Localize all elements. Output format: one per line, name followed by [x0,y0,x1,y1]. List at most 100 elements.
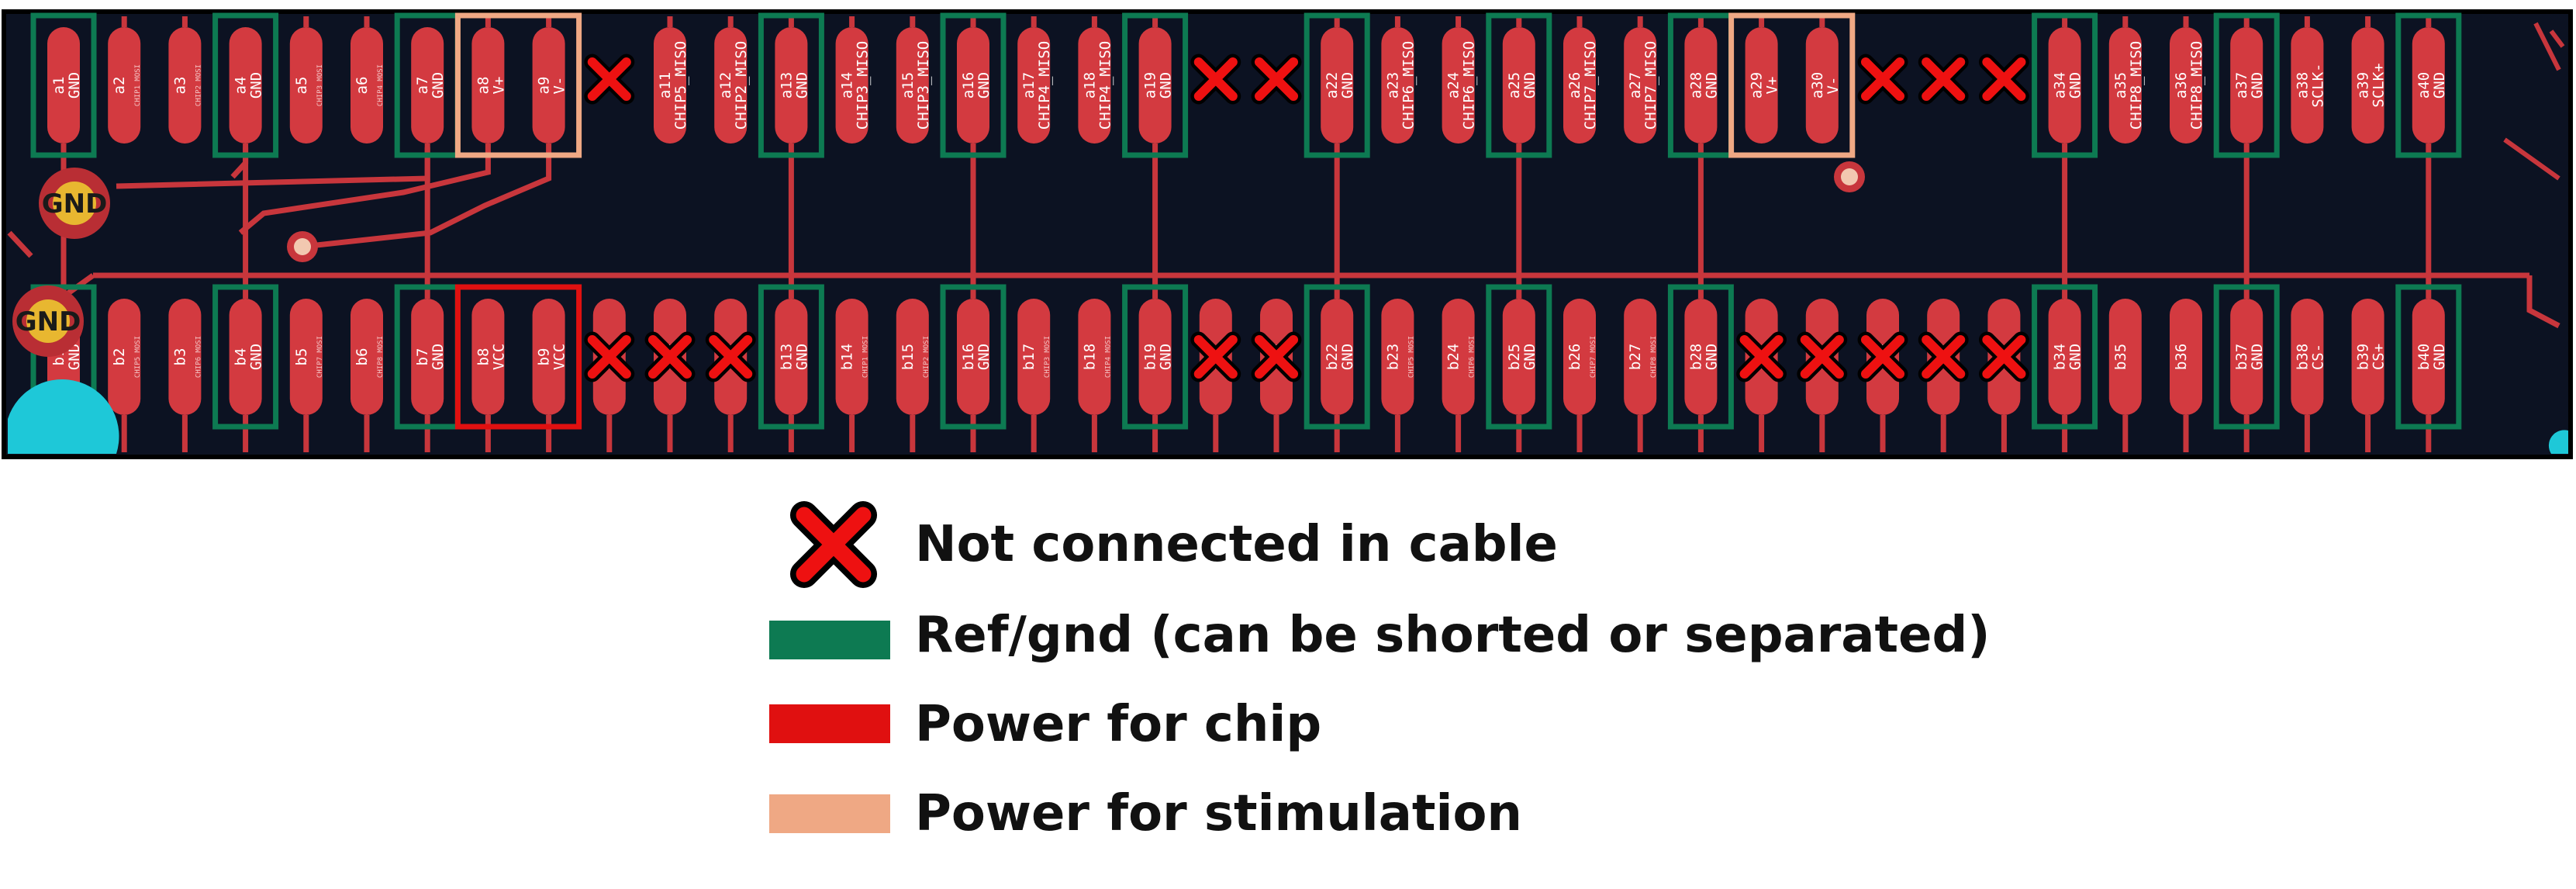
row-a-ref-box-a22 [1304,12,1370,158]
row-a-ref-box-a1 [30,12,97,158]
row-b-ref-box-b37 [2213,284,2280,430]
pin-b33: b33 [1978,299,2029,452]
row-b-ref-box-b25 [1486,284,1552,430]
pad-b15 [896,299,929,415]
pin-label-a17: a17CHIP4_MISO [1020,41,1053,130]
pad-b4 [229,299,262,415]
row-a-ref-box-a34 [2032,12,2098,158]
row-a-ref-box-a19 [1122,12,1189,158]
pad-a16 [957,27,989,144]
pad-a23 [1381,27,1414,144]
pin-b29: b29 [1736,299,1787,452]
pad-a27 [1624,27,1657,144]
row-b-ref-box-b34 [2032,284,2098,430]
pin-b38: b38CS- [2291,299,2326,452]
pad-b8 [471,299,505,415]
legend-label-stim-power: Power for stimulation [915,785,1522,842]
not-connected-x-icon [584,331,635,382]
pin-label-a13: a13GND [778,72,810,99]
pin-label-a38: a38SCLK- [2294,63,2326,107]
pad-a24 [1442,27,1475,144]
not-connected-x-icon [1978,331,2029,382]
pin-label-a9: a9V- [536,77,568,95]
pin-a8: a8V+ [471,16,507,144]
pin-b20: b20 [1190,299,1241,452]
pin-label-a25: a25GND [1506,72,1538,99]
pad-a5 [289,27,323,144]
not-connected-x-icon [705,331,756,382]
legend-label-not-connected: Not connected in cable [915,516,1558,573]
ref-gnd-swatch [769,621,890,659]
pin-b40: b40GND [2412,275,2448,452]
not-connected-x-icon [1251,54,1302,105]
pin-label-a12: a12CHIP2_MISO [717,41,750,130]
pin-label-b35: b35 [2112,344,2129,370]
pin-label-a11: a11CHIP5_MISO [657,41,689,130]
pin-label-b34: b34GND [2052,344,2084,370]
pin-a37: a37GND [2230,16,2266,275]
legend-item-stim-power: Power for stimulation [769,785,1522,842]
pad-a28 [1684,27,1718,144]
row-a-ref-box-a40 [2395,12,2462,158]
pad-b19 [1138,299,1172,415]
pad-a22 [1321,27,1354,144]
pin-label-a7: a7GND [414,72,447,99]
row-b-ref-box-b4 [212,284,279,430]
pin-a18: a18CHIP4_MISO [1078,16,1114,144]
pin-a16: a16GND [957,16,993,275]
pin-label-b13: b13GND [778,344,810,370]
pin-a38: a38SCLK- [2291,16,2326,144]
pad-b3 [168,299,202,415]
pad-a15 [896,27,929,144]
not-connected-x-icon [1736,331,1787,382]
pin-label-a8: a8V+ [475,77,507,95]
pin-highlight-boxes [30,12,2462,430]
pad-b37 [2230,299,2263,415]
pad-a36 [2170,27,2202,144]
pad-b5 [289,299,323,415]
pin-b22: b22GND [1321,275,1356,452]
not-connected-x-icon [789,500,878,589]
pad-b27 [1624,299,1657,415]
not-connected-x-icon [1857,331,1908,382]
row-a-ref-box-a4 [212,12,279,158]
row-b-ref-box-b40 [2395,284,2462,430]
pin-b36: b36 [2170,299,2202,452]
pin-b16: b16GND [957,275,993,452]
pin-label-a37: a37GND [2233,72,2266,99]
pin-label-a27: a27CHIP7_MISO [1627,41,1659,130]
pad-a14 [835,27,868,144]
pad-b6 [350,299,383,415]
pad-a2 [108,27,141,144]
chip-power-swatch [769,704,890,743]
pin-b37: b37GND [2230,275,2266,452]
row-b-chip-box-b8 [454,284,582,430]
pad-a35 [2108,27,2142,144]
pin-a9: a9V- [532,16,568,144]
pad-a29 [1745,27,1778,144]
pad-b39 [2351,299,2384,415]
legend-item-not-connected: Not connected in cable [789,500,1558,589]
not-connected-x-icon [1978,54,2029,105]
pin-label-a14: a14CHIP3_MISO [839,41,872,130]
mounting-hole-left [8,379,119,454]
pad-a39 [2351,27,2384,144]
pad-b17 [1017,299,1051,415]
pin-a29: a29V+ [1745,16,1781,144]
pin-b9: b9VCC [532,299,568,452]
pin-b32: b32 [1918,299,1969,452]
pad-a26 [1563,27,1596,144]
pad-b7 [411,299,444,415]
pad-b28 [1684,299,1718,415]
pin-label-a34: a34GND [2052,72,2084,99]
